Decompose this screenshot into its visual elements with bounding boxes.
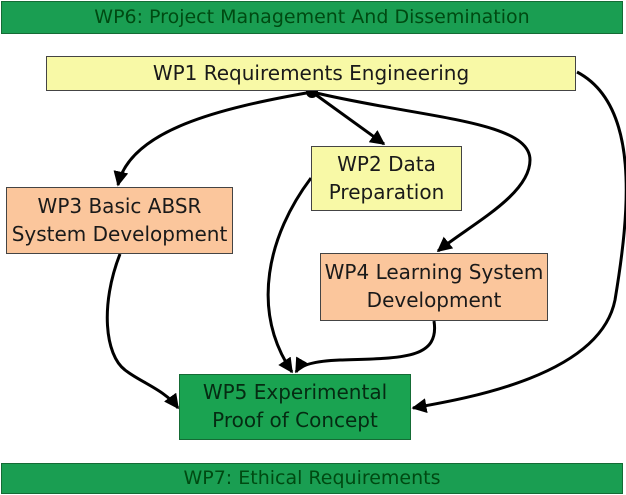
wp5-label-line1: WP5 Experimental xyxy=(202,380,388,405)
arrow-wp1-to-wp4 xyxy=(311,90,532,253)
arrow-wp1-to-wp2 xyxy=(311,90,386,146)
arrow-wp2-to-wp5 xyxy=(266,177,313,374)
wp4-label-line2: Development xyxy=(366,288,502,312)
arrow-wp4-to-wp5 xyxy=(294,320,437,374)
wp3-box: WP3 Basic ABSR System Development xyxy=(6,187,233,254)
arrow-wp3-to-wp5 xyxy=(105,253,180,410)
wp2-label-line2: Preparation xyxy=(328,179,445,204)
wp2-label-line1: WP2 Data xyxy=(337,151,436,176)
wp4-label-line1: WP4 Learning System xyxy=(324,260,544,285)
wp3-label-line2: System Development xyxy=(11,221,228,246)
wp6-bar: WP6: Project Management And Disseminatio… xyxy=(1,1,623,34)
wp6-label: WP6: Project Management And Disseminatio… xyxy=(94,6,530,29)
arrow-wp1-to-wp3 xyxy=(113,90,313,187)
wp5-label-line2: Proof of Concept xyxy=(212,408,378,432)
wp2-box: WP2 Data Preparation xyxy=(311,146,462,211)
wp5-box: WP5 Experimental Proof of Concept xyxy=(179,374,411,440)
wp7-label: WP7: Ethical Requirements xyxy=(183,467,441,490)
wp4-box: WP4 Learning System Development xyxy=(320,253,548,321)
wp1-box: WP1 Requirements Engineering xyxy=(46,56,576,91)
wp3-label-line1: WP3 Basic ABSR xyxy=(37,193,202,218)
wp7-bar: WP7: Ethical Requirements xyxy=(1,463,623,494)
wp1-label: WP1 Requirements Engineering xyxy=(152,60,470,85)
arrow-wp1-to-wp5 xyxy=(411,70,626,414)
